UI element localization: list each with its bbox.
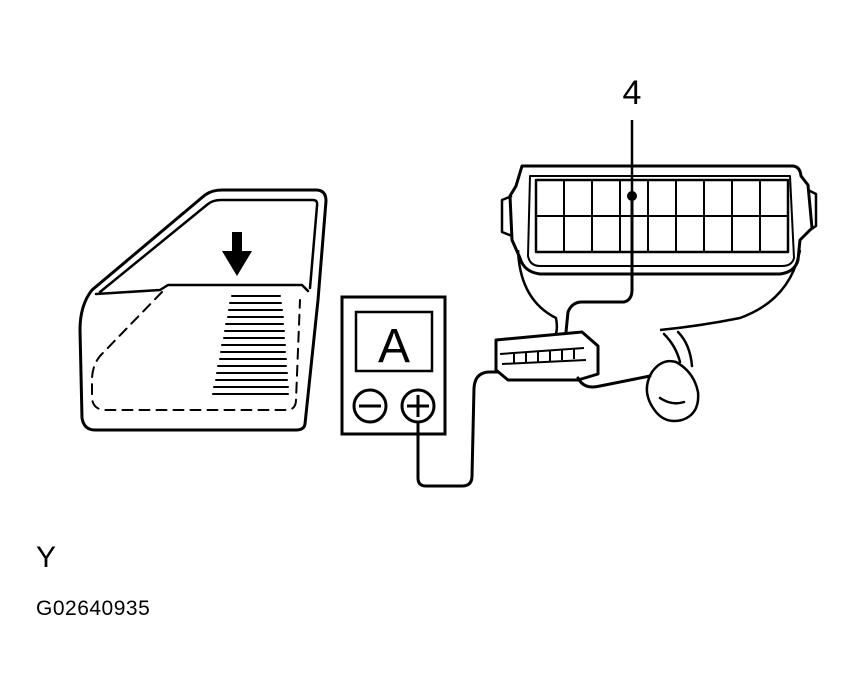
ammeter-display: [354, 310, 434, 373]
harness-sheath-right: [659, 249, 802, 332]
terminal-wire: [564, 194, 634, 334]
ammeter-display-letter: A: [378, 320, 410, 373]
connector-pins: [513, 349, 575, 364]
glass-dashed-outline: [91, 291, 301, 411]
connector-face: [499, 347, 587, 365]
switch-housing-rim: [527, 175, 795, 267]
harness-connector: [494, 330, 600, 382]
switch-grid-lines: [536, 180, 788, 252]
view-letter: Y: [36, 541, 57, 574]
car-door: [78, 188, 328, 432]
door-outline: [78, 188, 328, 432]
window-frame: [98, 198, 319, 294]
down-arrow-icon: [222, 232, 252, 276]
hand-illustration: [645, 330, 700, 423]
plus-icon: [407, 395, 429, 417]
power-window-switch: [500, 164, 818, 344]
connector-body: [494, 330, 600, 382]
probe-wire: [416, 370, 502, 488]
callout-number: 4: [623, 74, 642, 112]
harness-wire: [576, 374, 652, 389]
switch-housing: [508, 164, 814, 276]
switch-right-tab: [807, 188, 818, 232]
glass-hatching: [212, 295, 289, 395]
ammeter: A: [340, 295, 447, 436]
switch-left-tab: [500, 194, 513, 238]
belt-line: [94, 283, 310, 296]
figure-code: G02640935: [36, 597, 151, 620]
